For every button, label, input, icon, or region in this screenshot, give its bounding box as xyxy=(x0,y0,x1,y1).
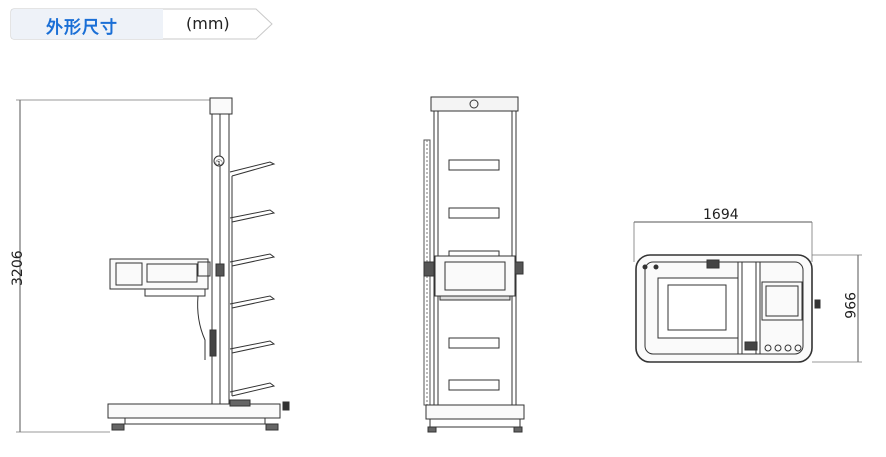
unit-label: (mm) xyxy=(186,14,230,33)
callout-number: ① xyxy=(215,159,223,169)
length-dimension: 1694 xyxy=(703,207,739,223)
height-dimension: 3206 xyxy=(10,250,26,286)
side-shelves xyxy=(229,161,276,397)
tab-shape xyxy=(10,8,273,40)
section-tab: 外形尺寸 (mm) xyxy=(10,8,275,40)
side-view xyxy=(16,97,290,433)
section-title: 外形尺寸 xyxy=(46,18,118,38)
top-view xyxy=(633,221,862,363)
front-shelves xyxy=(448,159,500,391)
width-dimension: 996 xyxy=(841,292,857,319)
front-view xyxy=(423,96,525,433)
